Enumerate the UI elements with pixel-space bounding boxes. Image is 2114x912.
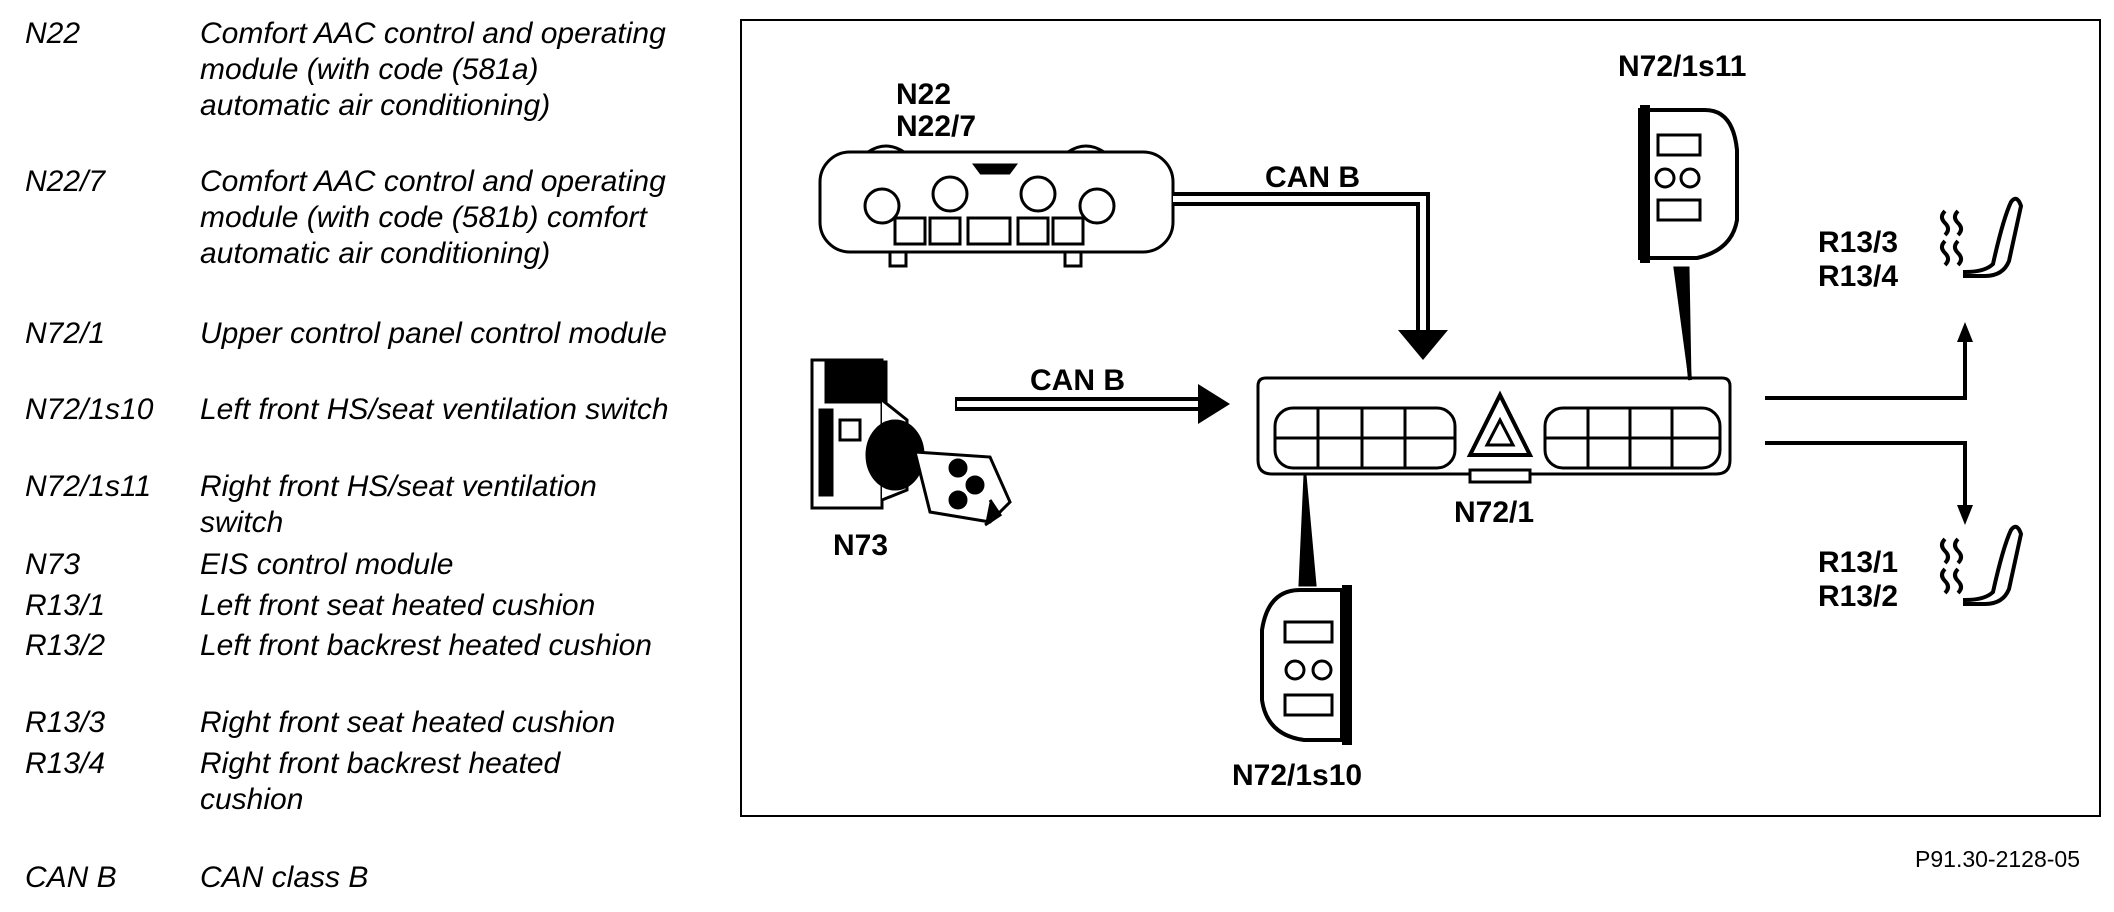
right-seat-switch [1638, 105, 1739, 381]
label-can-b-left: CAN B [1030, 364, 1125, 397]
legend-description: Comfort AAC control and operating module… [200, 165, 666, 270]
figure-frame [740, 19, 2101, 817]
figure-id: P91.30-2128-05 [1915, 846, 2080, 872]
heated-seat-icon-top [1940, 196, 2024, 278]
legend-description: Right front seat heated cushion [200, 706, 616, 739]
legend-description: Left front HS/seat ventilation switch [200, 393, 669, 426]
legend-description: CAN class B [200, 861, 369, 894]
legend-description: Comfort AAC control and operating module… [200, 17, 666, 122]
legend-description: EIS control module [200, 548, 454, 581]
can-b-left-arrow [955, 384, 1230, 424]
legend-description: Right front backrest heated cushion [200, 747, 561, 816]
legend-description: Upper control panel control module [200, 317, 667, 350]
climate-control-module [818, 144, 1175, 268]
label-can-b-top: CAN B [1265, 161, 1360, 194]
legend-code: R13/1 [25, 589, 106, 622]
legend-code: N72/1s11 [25, 470, 152, 503]
legend-code: R13/2 [25, 629, 106, 662]
legend-description: Left front seat heated cushion [200, 589, 596, 622]
legend-code: R13/3 [25, 706, 106, 739]
label-n72-1s10: N72/1s10 [1232, 759, 1362, 792]
output-arrows [1765, 322, 1973, 525]
left-seat-switch [1260, 474, 1352, 745]
label-n73: N73 [833, 529, 888, 562]
label-n72-1: N72/1 [1454, 496, 1534, 529]
legend-description: Right front HS/seat ventilation switch [200, 470, 597, 539]
legend-code: R13/4 [25, 747, 106, 780]
label-n72-1s11: N72/1s11 [1618, 50, 1746, 83]
legend-code: N72/1s10 [25, 393, 154, 426]
label-n22: N22 [896, 78, 951, 111]
label-r13-3: R13/3 [1818, 226, 1898, 259]
label-n22-7: N22/7 [896, 110, 976, 143]
legend-code: N73 [25, 548, 81, 581]
legend-code: N22 [25, 17, 81, 50]
legend-code: CAN B [25, 861, 117, 894]
label-r13-4: R13/4 [1818, 260, 1898, 293]
legend-code: N72/1 [25, 317, 106, 350]
eis-module [810, 358, 1012, 527]
label-r13-1: R13/1 [1818, 546, 1898, 579]
heated-seat-icon-bottom [1940, 524, 2024, 606]
can-b-top-arrow [1173, 192, 1448, 360]
upper-control-panel [1256, 376, 1732, 484]
legend-description: Left front backrest heated cushion [200, 629, 652, 662]
label-r13-2: R13/2 [1818, 580, 1898, 613]
legend-code: N22/7 [25, 165, 106, 198]
